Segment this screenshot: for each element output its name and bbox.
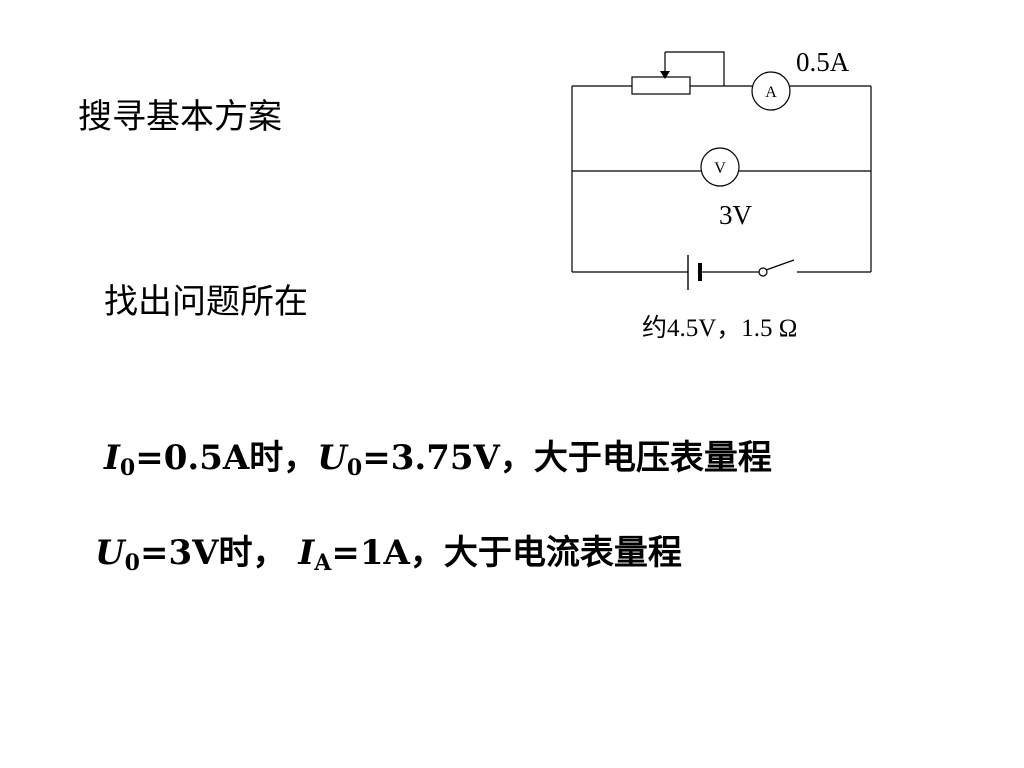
current-limit-analysis: I0=0.5A时，U0=3.75V，大于电压表量程 bbox=[104, 436, 772, 480]
switch-pivot bbox=[758, 267, 768, 277]
voltage-equation: =3V时， bbox=[139, 533, 287, 573]
current-equation: =0.5A时， bbox=[135, 438, 318, 478]
ammeter bbox=[751, 71, 791, 111]
current-variable: I bbox=[298, 533, 315, 573]
ammeter-reading: 0.5A bbox=[796, 47, 850, 77]
voltage-equation: =3.75V，大于电压表量程 bbox=[362, 438, 772, 478]
source-spec: 约4.5V，1.5 Ω bbox=[642, 314, 797, 342]
find-problem-heading: 找出问题所在 bbox=[104, 282, 308, 322]
voltage-limit-analysis: U0=3V时， IA=1A，大于电流表量程 bbox=[95, 531, 682, 575]
voltage-subscript: 0 bbox=[346, 455, 363, 481]
switch-lever bbox=[765, 259, 795, 271]
rheostat-arrow bbox=[660, 71, 670, 79]
rheostat-slider-wire bbox=[665, 51, 725, 86]
voltage-variable: U bbox=[317, 438, 347, 478]
current-equation: =1A，大于电流表量程 bbox=[331, 533, 682, 573]
ammeter-symbol: A bbox=[765, 84, 777, 101]
current-subscript: 0 bbox=[119, 455, 136, 481]
voltmeter-reading: 3V bbox=[719, 200, 753, 230]
voltmeter bbox=[700, 147, 740, 187]
voltmeter-symbol: V bbox=[714, 160, 726, 177]
current-subscript: A bbox=[314, 550, 332, 576]
voltage-variable: U bbox=[95, 533, 125, 573]
search-basic-plan-heading: 搜寻基本方案 bbox=[78, 97, 282, 137]
voltage-subscript: 0 bbox=[124, 550, 140, 576]
current-variable: I bbox=[104, 438, 120, 478]
rheostat bbox=[631, 76, 691, 95]
